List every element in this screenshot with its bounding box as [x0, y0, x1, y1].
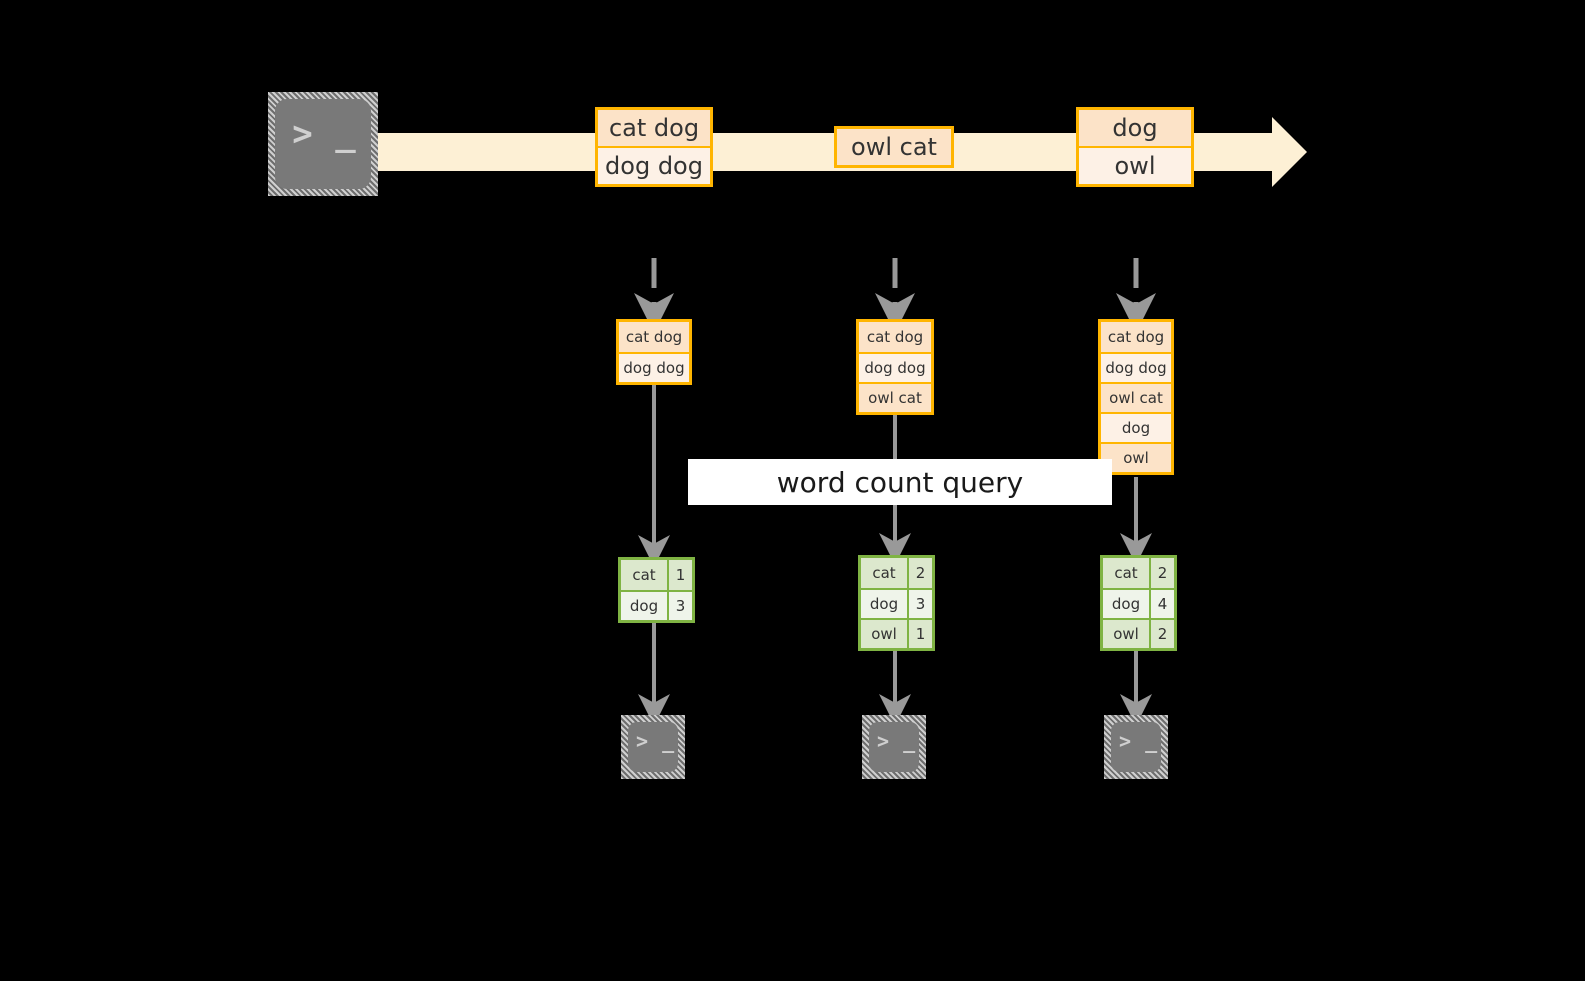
- state-row: cat dog: [619, 322, 689, 352]
- table-row: cat 2: [861, 558, 932, 588]
- terminal-face: > _: [628, 722, 678, 772]
- stream-event-batch-1[interactable]: cat dog dog dog: [595, 107, 713, 187]
- sink-terminal-icon-1[interactable]: > _: [621, 715, 685, 779]
- result-table-2[interactable]: cat 2 dog 3 owl 1: [858, 555, 935, 651]
- state-row: owl cat: [859, 382, 931, 412]
- stream-event-line: owl cat: [837, 129, 951, 165]
- query-label-text: word count query: [776, 465, 1024, 499]
- stream-event-batch-3[interactable]: dog owl: [1076, 107, 1194, 187]
- result-count: 3: [907, 590, 932, 618]
- result-count: 1: [667, 560, 692, 590]
- state-row: owl cat: [1101, 382, 1171, 412]
- terminal-prompt-glyph: > _: [636, 728, 676, 753]
- state-row: owl: [1101, 442, 1171, 472]
- state-row: dog dog: [1101, 352, 1171, 382]
- terminal-prompt-glyph: > _: [877, 728, 917, 753]
- table-row: dog 3: [861, 588, 932, 618]
- stream-event-line: cat dog: [598, 110, 710, 146]
- accumulated-state-2[interactable]: cat dog dog dog owl cat: [856, 319, 934, 415]
- result-count: 1: [907, 620, 932, 648]
- result-count: 2: [1149, 558, 1174, 588]
- result-table-3[interactable]: cat 2 dog 4 owl 2: [1100, 555, 1177, 651]
- result-count: 3: [667, 592, 692, 620]
- result-word: cat: [621, 560, 667, 590]
- result-word: dog: [621, 592, 667, 620]
- stream-event-line: dog dog: [598, 146, 710, 184]
- result-word: owl: [861, 620, 907, 648]
- result-word: owl: [1103, 620, 1149, 648]
- sink-terminal-icon-2[interactable]: > _: [862, 715, 926, 779]
- table-row: cat 2: [1103, 558, 1174, 588]
- accumulated-state-3[interactable]: cat dog dog dog owl cat dog owl: [1098, 319, 1174, 475]
- stream-event-batch-2[interactable]: owl cat: [834, 126, 954, 168]
- result-word: dog: [861, 590, 907, 618]
- sink-terminal-icon-3[interactable]: > _: [1104, 715, 1168, 779]
- result-count: 2: [907, 558, 932, 588]
- state-row: cat dog: [859, 322, 931, 352]
- query-label-band: word count query: [688, 459, 1112, 505]
- terminal-prompt-glyph: > _: [1119, 728, 1159, 753]
- terminal-prompt-glyph: > _: [292, 114, 357, 154]
- table-row: dog 3: [621, 590, 692, 620]
- result-count: 4: [1149, 590, 1174, 618]
- result-word: dog: [1103, 590, 1149, 618]
- terminal-face: > _: [869, 722, 919, 772]
- result-count: 2: [1149, 620, 1174, 648]
- table-row: dog 4: [1103, 588, 1174, 618]
- result-word: cat: [1103, 558, 1149, 588]
- table-row: owl 1: [861, 618, 932, 648]
- result-word: cat: [861, 558, 907, 588]
- state-row: dog: [1101, 412, 1171, 442]
- state-row: dog dog: [619, 352, 689, 382]
- terminal-face: > _: [275, 99, 371, 189]
- stream-event-line: owl: [1079, 146, 1191, 184]
- result-table-1[interactable]: cat 1 dog 3: [618, 557, 695, 623]
- accumulated-state-1[interactable]: cat dog dog dog: [616, 319, 692, 385]
- terminal-face: > _: [1111, 722, 1161, 772]
- stream-event-line: dog: [1079, 110, 1191, 146]
- state-row: cat dog: [1101, 322, 1171, 352]
- source-terminal-icon[interactable]: > _: [268, 92, 378, 196]
- table-row: cat 1: [621, 560, 692, 590]
- table-row: owl 2: [1103, 618, 1174, 648]
- state-row: dog dog: [859, 352, 931, 382]
